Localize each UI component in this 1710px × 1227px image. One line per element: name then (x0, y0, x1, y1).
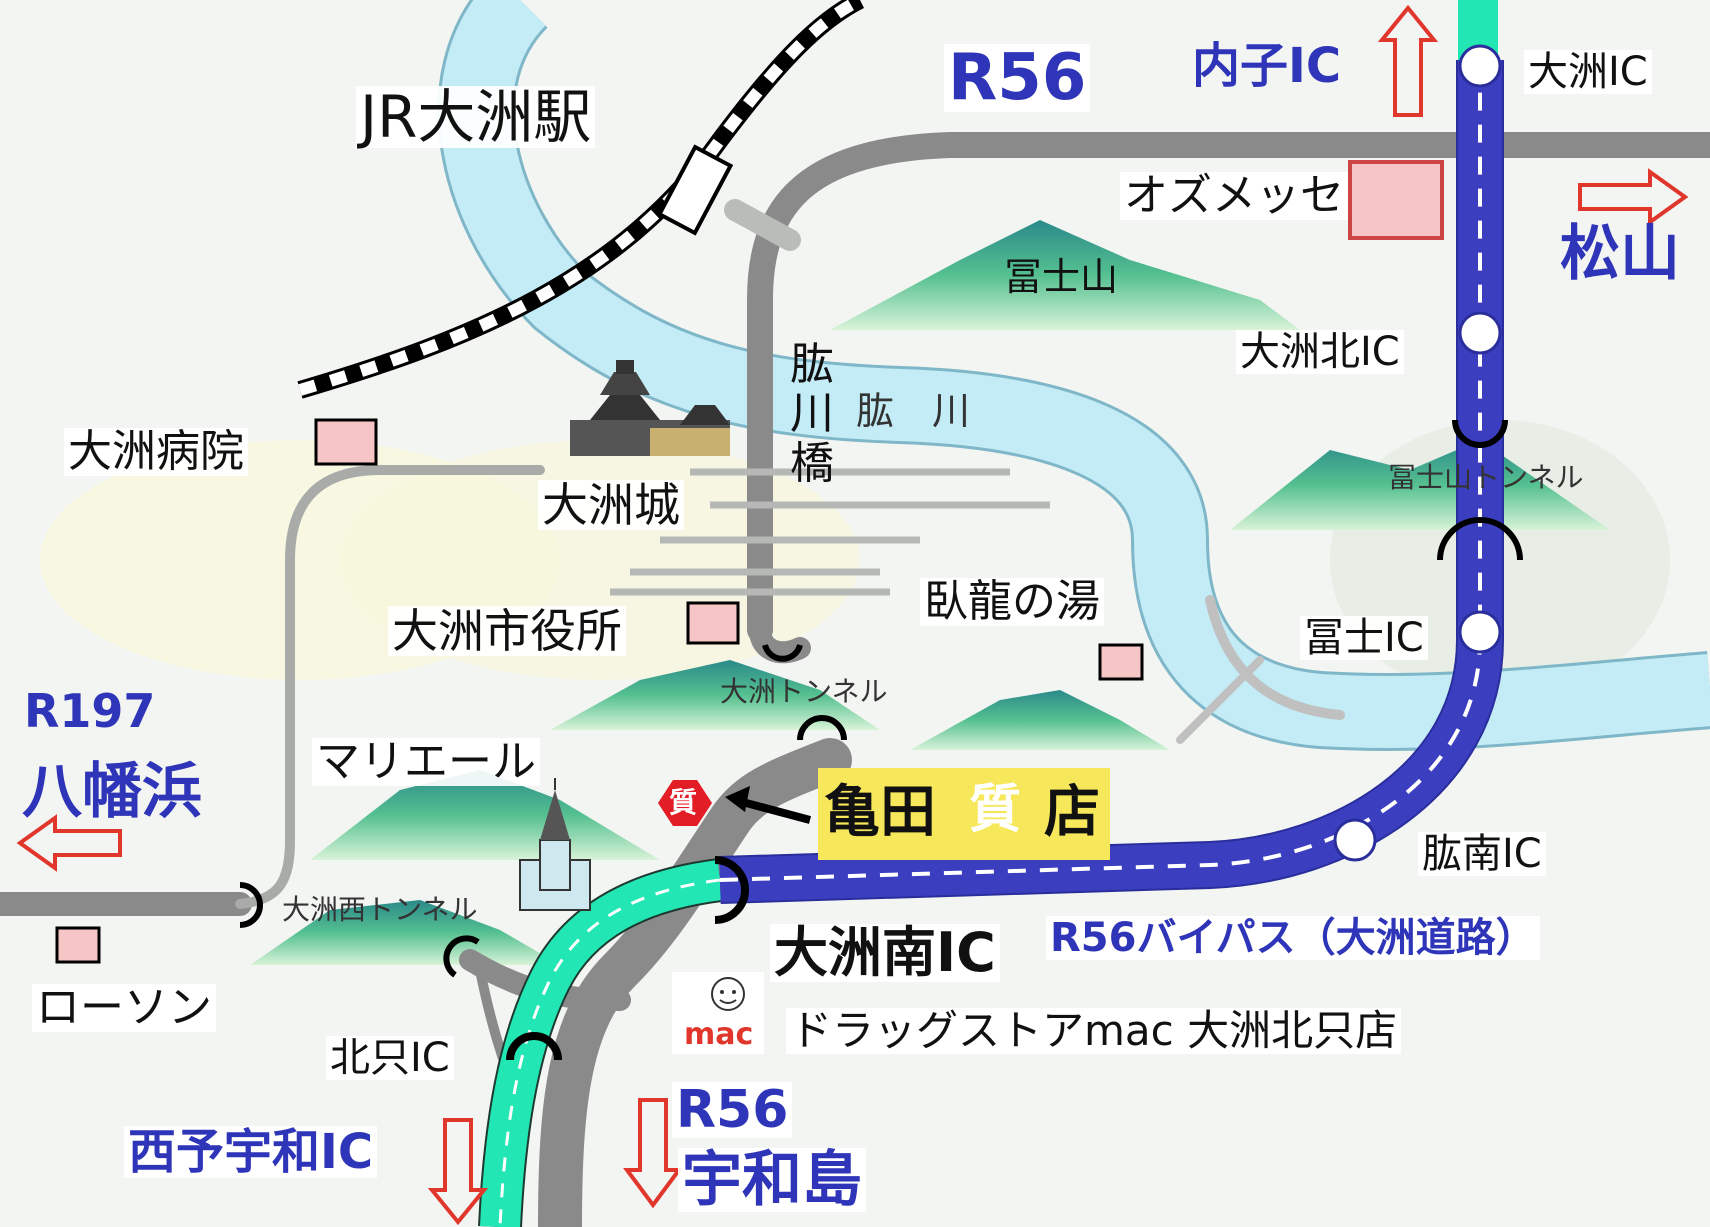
ozu-tunnel-label: 大洲トンネル (720, 675, 888, 708)
hospital-label: 大洲病院 (64, 428, 248, 476)
hijikawa-river-label: 肱 川 (856, 389, 971, 433)
fuji-ic-label: 冨士IC (1300, 616, 1428, 660)
ozu-minami-ic-label: 大洲南IC (770, 924, 1000, 982)
matsuyama-label: 松山 (1560, 219, 1680, 289)
kitatada-ic-label: 北只IC (326, 1036, 454, 1080)
bypass-label: R56バイパス（大洲道路） (1046, 916, 1540, 960)
tunnel-portals (239, 419, 1523, 1061)
roads (0, 132, 1710, 1227)
hinan-ic-label: 肱南IC (1418, 832, 1546, 876)
garyu-label: 臥龍の湯 (920, 578, 1104, 626)
route-r197-label: R197 (24, 684, 156, 738)
fujiyama-tunnel-label: 冨士山トンネル (1388, 461, 1584, 494)
mac-logo-text: mac (684, 1017, 754, 1052)
shop-pointer-arrow (725, 786, 812, 824)
castle-icon (570, 360, 730, 456)
marielle-label: マリエール (312, 738, 540, 786)
drugstore-logo-icon (672, 972, 764, 1054)
route-r56-top-label: R56 (944, 44, 1091, 112)
direction-arrows (16, 4, 1689, 1226)
ozu-kita-ic-label: 大洲北IC (1236, 330, 1404, 374)
route-r56-bottom-label: R56 (672, 1082, 793, 1138)
yawatahama-label: 八幡浜 (22, 757, 202, 827)
ozu-nishi-tunnel-label: 大洲西トンネル (282, 893, 478, 926)
ozmesse-label: オズメッセ (1120, 172, 1348, 220)
drugstore-label: ドラッグストアmac 大洲北只店 (786, 1008, 1402, 1054)
ozu-ic-label: 大洲IC (1524, 50, 1652, 94)
blue-expressway (719, 60, 1504, 904)
station-label: JR大洲駅 (356, 86, 596, 148)
lawson-label: ローソン (32, 984, 216, 1032)
shop-name-part2: 店 (1044, 780, 1100, 845)
interchange-markers (1333, 44, 1502, 862)
castle-label: 大洲城 (538, 480, 684, 530)
hijikawa-river (437, 0, 1710, 751)
railway (297, 0, 865, 399)
city-hall-label: 大洲市役所 (388, 606, 626, 656)
town-streets (610, 468, 1050, 596)
shop-small-mark: 質 (669, 786, 698, 819)
seiyo-ic-label: 西予宇和IC (124, 1126, 378, 1178)
shop-name-part1: 亀田 (824, 780, 936, 845)
uchiko-ic-label: 内子IC (1192, 38, 1342, 94)
shop-banner (818, 768, 1110, 860)
place-markers (55, 160, 1444, 964)
fujiyama-label: 冨士山 (1004, 255, 1119, 299)
mountains (250, 220, 1610, 965)
shop-hex-mark: 質 (969, 780, 1022, 840)
uwajima-label: 宇和島 (678, 1148, 866, 1212)
hijikawa-bridge-label: 肱 川 橋 (790, 339, 834, 489)
marielle-chapel-icon (519, 778, 591, 911)
shop-location-icon (658, 780, 712, 826)
